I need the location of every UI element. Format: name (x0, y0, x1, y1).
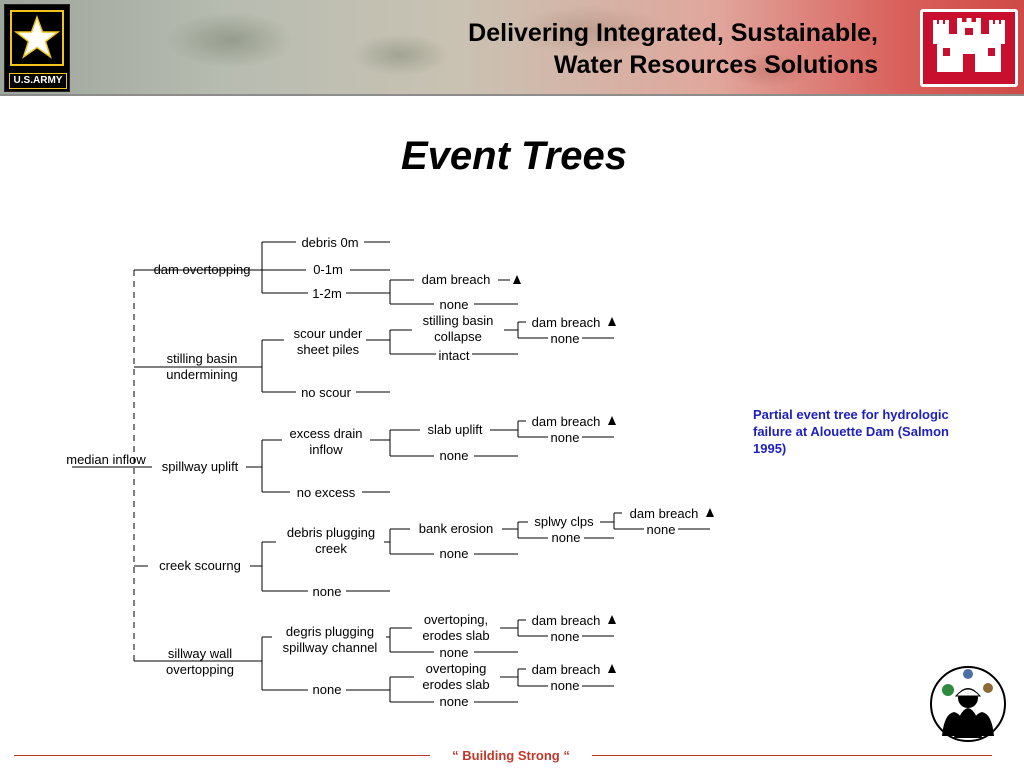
tree-node-label: dam breach (532, 414, 601, 429)
tree-node-label: no scour (301, 385, 352, 400)
terminal-triangle-icon (608, 615, 616, 624)
tree-node-label: dam breach (532, 315, 601, 330)
tree-node-label: none (440, 297, 469, 312)
header-title: Delivering Integrated, Sustainable, Wate… (318, 17, 878, 81)
tree-node-label: intact (438, 348, 469, 363)
footer-slogan: “ Building Strong “ (452, 748, 570, 763)
tree-node-label: none (440, 645, 469, 660)
tree-node-label: none (313, 584, 342, 599)
slide-title: Event Trees (400, 134, 628, 178)
tree-node-label: none (551, 629, 580, 644)
header-title-line1: Delivering Integrated, Sustainable, (468, 19, 878, 47)
tree-node-label: 0-1m (313, 262, 343, 277)
tree-node-label: overtoping,erodes slab (422, 612, 489, 643)
people-environment-logo (928, 664, 1008, 744)
tree-node-label: bank erosion (419, 521, 493, 536)
tree-node-label: slab uplift (428, 422, 483, 437)
tree-node-label: none (551, 430, 580, 445)
tree-node-label: spillway uplift (162, 459, 239, 474)
tree-node-label: splwy clps (534, 514, 594, 529)
tree-node-label: dam breach (532, 613, 601, 628)
tree-node-label: median inflow (66, 452, 146, 467)
tree-node-label: creek scourng (159, 558, 241, 573)
header-banner (0, 0, 1024, 96)
tree-node-label: none (552, 530, 581, 545)
usace-castle-icon (920, 9, 1018, 87)
tree-node-label: none (551, 331, 580, 346)
tree-node-label: dam breach (532, 662, 601, 677)
terminal-triangle-icon (608, 664, 616, 673)
tree-node-label: dam breach (422, 272, 491, 287)
terminal-triangle-icon (706, 508, 714, 517)
army-logo-text: U.S.ARMY (9, 73, 67, 89)
terminal-triangle-icon (608, 317, 616, 326)
terminal-triangle-icon (513, 275, 521, 284)
tree-node-label: none (313, 682, 342, 697)
tree-node-label: none (440, 546, 469, 561)
army-logo: U.S.ARMY (4, 4, 70, 92)
diagram-caption: Partial event tree for hydrologic failur… (753, 407, 949, 456)
tree-node-label: no excess (297, 485, 356, 500)
footer-rule-right (592, 755, 992, 756)
tree-node-label: 1-2m (312, 286, 342, 301)
terminal-triangle-icon (608, 416, 616, 425)
army-star-icon (10, 10, 64, 66)
banner-divider (0, 94, 1024, 96)
footer-rule-left (14, 755, 430, 756)
tree-node-label: none (440, 448, 469, 463)
world-map-background (70, 0, 870, 96)
tree-node-label: none (647, 522, 676, 537)
header-title-line2: Water Resources Solutions (553, 51, 878, 79)
tree-node-label: debris 0m (301, 235, 358, 250)
tree-node-label: none (551, 678, 580, 693)
tree-node-label: none (440, 694, 469, 709)
tree-node-label: dam breach (630, 506, 699, 521)
tree-node-label: dam overtopping (154, 262, 251, 277)
